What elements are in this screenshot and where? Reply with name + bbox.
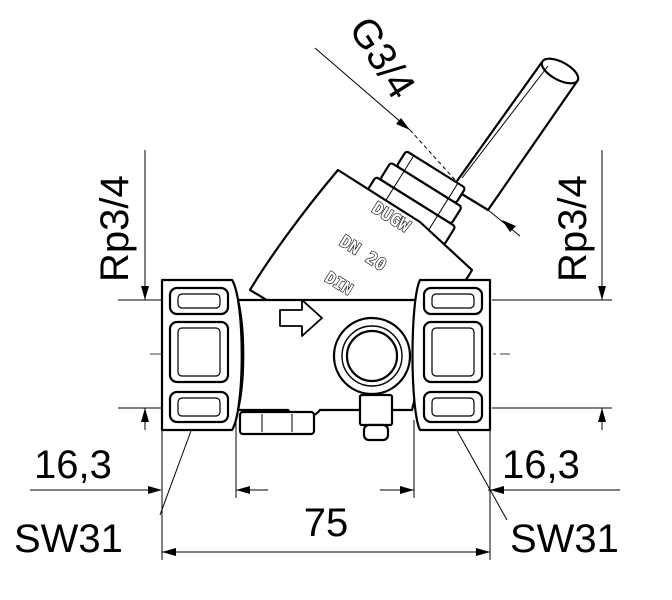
length-label: 75 bbox=[304, 501, 349, 545]
left-wrench-label: SW31 bbox=[14, 517, 123, 561]
valve-body bbox=[160, 57, 580, 442]
right-depth-label: 16,3 bbox=[502, 443, 580, 487]
dimension-labels: G3/4 Rp3/4 Rp3/4 16,3 16,3 75 SW31 SW31 bbox=[14, 9, 619, 561]
right-port bbox=[411, 278, 492, 432]
right-wrench-label: SW31 bbox=[510, 517, 619, 561]
body-bottom-boss bbox=[238, 410, 316, 436]
dimension-arrowheads bbox=[141, 118, 606, 556]
valve-stem bbox=[450, 57, 580, 212]
left-thread-label: Rp3/4 bbox=[93, 175, 137, 282]
left-depth-label: 16,3 bbox=[34, 443, 112, 487]
flow-arrow-icon bbox=[279, 299, 323, 337]
right-thread-label: Rp3/4 bbox=[551, 175, 595, 282]
top-thread-label: G3/4 bbox=[340, 9, 423, 106]
side-port bbox=[332, 316, 412, 396]
left-port bbox=[160, 278, 243, 432]
drain-nipple bbox=[358, 393, 394, 442]
